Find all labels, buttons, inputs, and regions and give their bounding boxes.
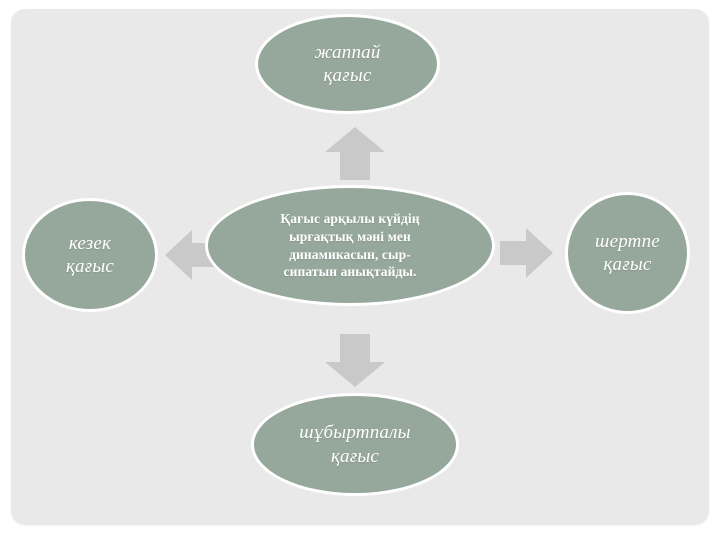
satellite-node-right[interactable]: шертпеқағыс	[565, 192, 690, 314]
satellite-node-left-label: кезекқағыс	[65, 232, 115, 277]
satellite-node-bottom-label: шұбыртпалықағыс	[299, 422, 411, 467]
satellite-node-bottom[interactable]: шұбыртпалықағыс	[251, 393, 459, 496]
center-node-label: Қағыс арқылы күйдіңырғақтық мәні мендина…	[280, 211, 420, 280]
center-node[interactable]: Қағыс арқылы күйдіңырғақтық мәні мендина…	[205, 185, 495, 306]
satellite-node-top-label: жаппайқағыс	[314, 41, 381, 86]
satellite-node-right-label: шертпеқағыс	[595, 230, 660, 275]
satellite-node-left[interactable]: кезекқағыс	[22, 198, 158, 312]
satellite-node-top[interactable]: жаппайқағыс	[255, 14, 440, 114]
